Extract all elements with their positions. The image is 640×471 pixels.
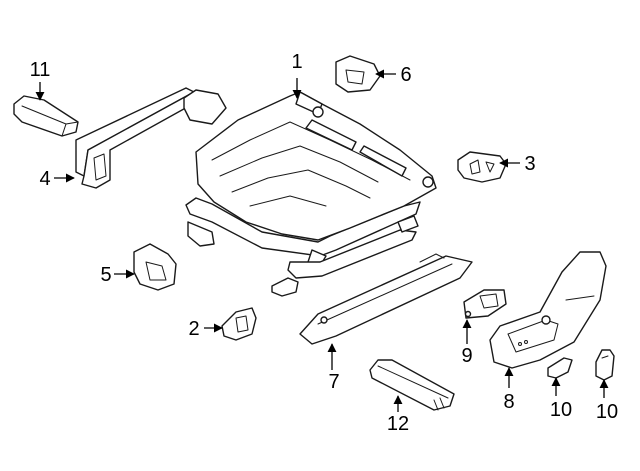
callout-10a: 10	[550, 399, 572, 421]
callout-9: 9	[461, 345, 472, 367]
callout-1: 1	[291, 51, 302, 73]
callout-3: 3	[524, 153, 535, 175]
callout-4: 4	[39, 168, 50, 190]
part-5-cover	[133, 243, 177, 291]
part-2-bracket	[221, 307, 257, 341]
callout-7: 7	[328, 371, 339, 393]
part-12-module	[369, 359, 455, 411]
part-10-knob-b	[595, 349, 615, 381]
callout-5: 5	[100, 264, 111, 286]
callout-6: 6	[400, 64, 411, 86]
part-8-side-panel	[489, 251, 607, 369]
part-1-seat-frame	[185, 91, 437, 297]
part-4-track-cover	[75, 87, 227, 189]
callout-11: 11	[30, 59, 51, 81]
part-3-bracket	[457, 151, 507, 183]
part-9-switch	[463, 289, 507, 319]
callout-10b: 10	[596, 401, 618, 423]
part-7-side-shield	[299, 253, 473, 345]
callout-12: 12	[387, 413, 409, 435]
part-11-module	[13, 95, 79, 137]
callout-2: 2	[188, 318, 199, 340]
leader-lines	[35, 69, 609, 412]
part-10-knob-a	[547, 357, 573, 379]
part-6-clip	[335, 55, 381, 93]
callout-8: 8	[503, 391, 514, 413]
callout-labels: 1 2 3 4 5 6 7 8 9 10 10 11 12	[30, 51, 619, 435]
